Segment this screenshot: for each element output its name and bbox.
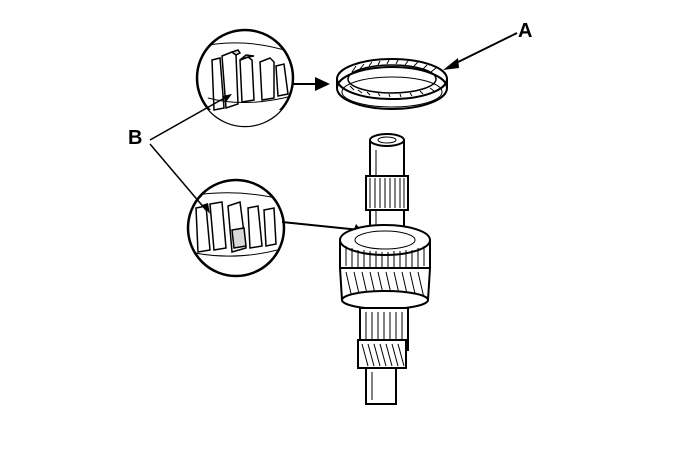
callout-label-b: B <box>128 127 143 149</box>
hub-tooth-detail-circle <box>186 178 368 278</box>
ring-tooth-detail-circle <box>195 28 330 128</box>
synchro-ring <box>336 58 448 110</box>
callout-label-a: A <box>518 20 533 42</box>
leader-b-lines <box>149 94 232 214</box>
mainshaft-assembly <box>338 133 432 405</box>
ring-teeth <box>349 59 437 98</box>
leader-a-arrow <box>443 32 518 70</box>
